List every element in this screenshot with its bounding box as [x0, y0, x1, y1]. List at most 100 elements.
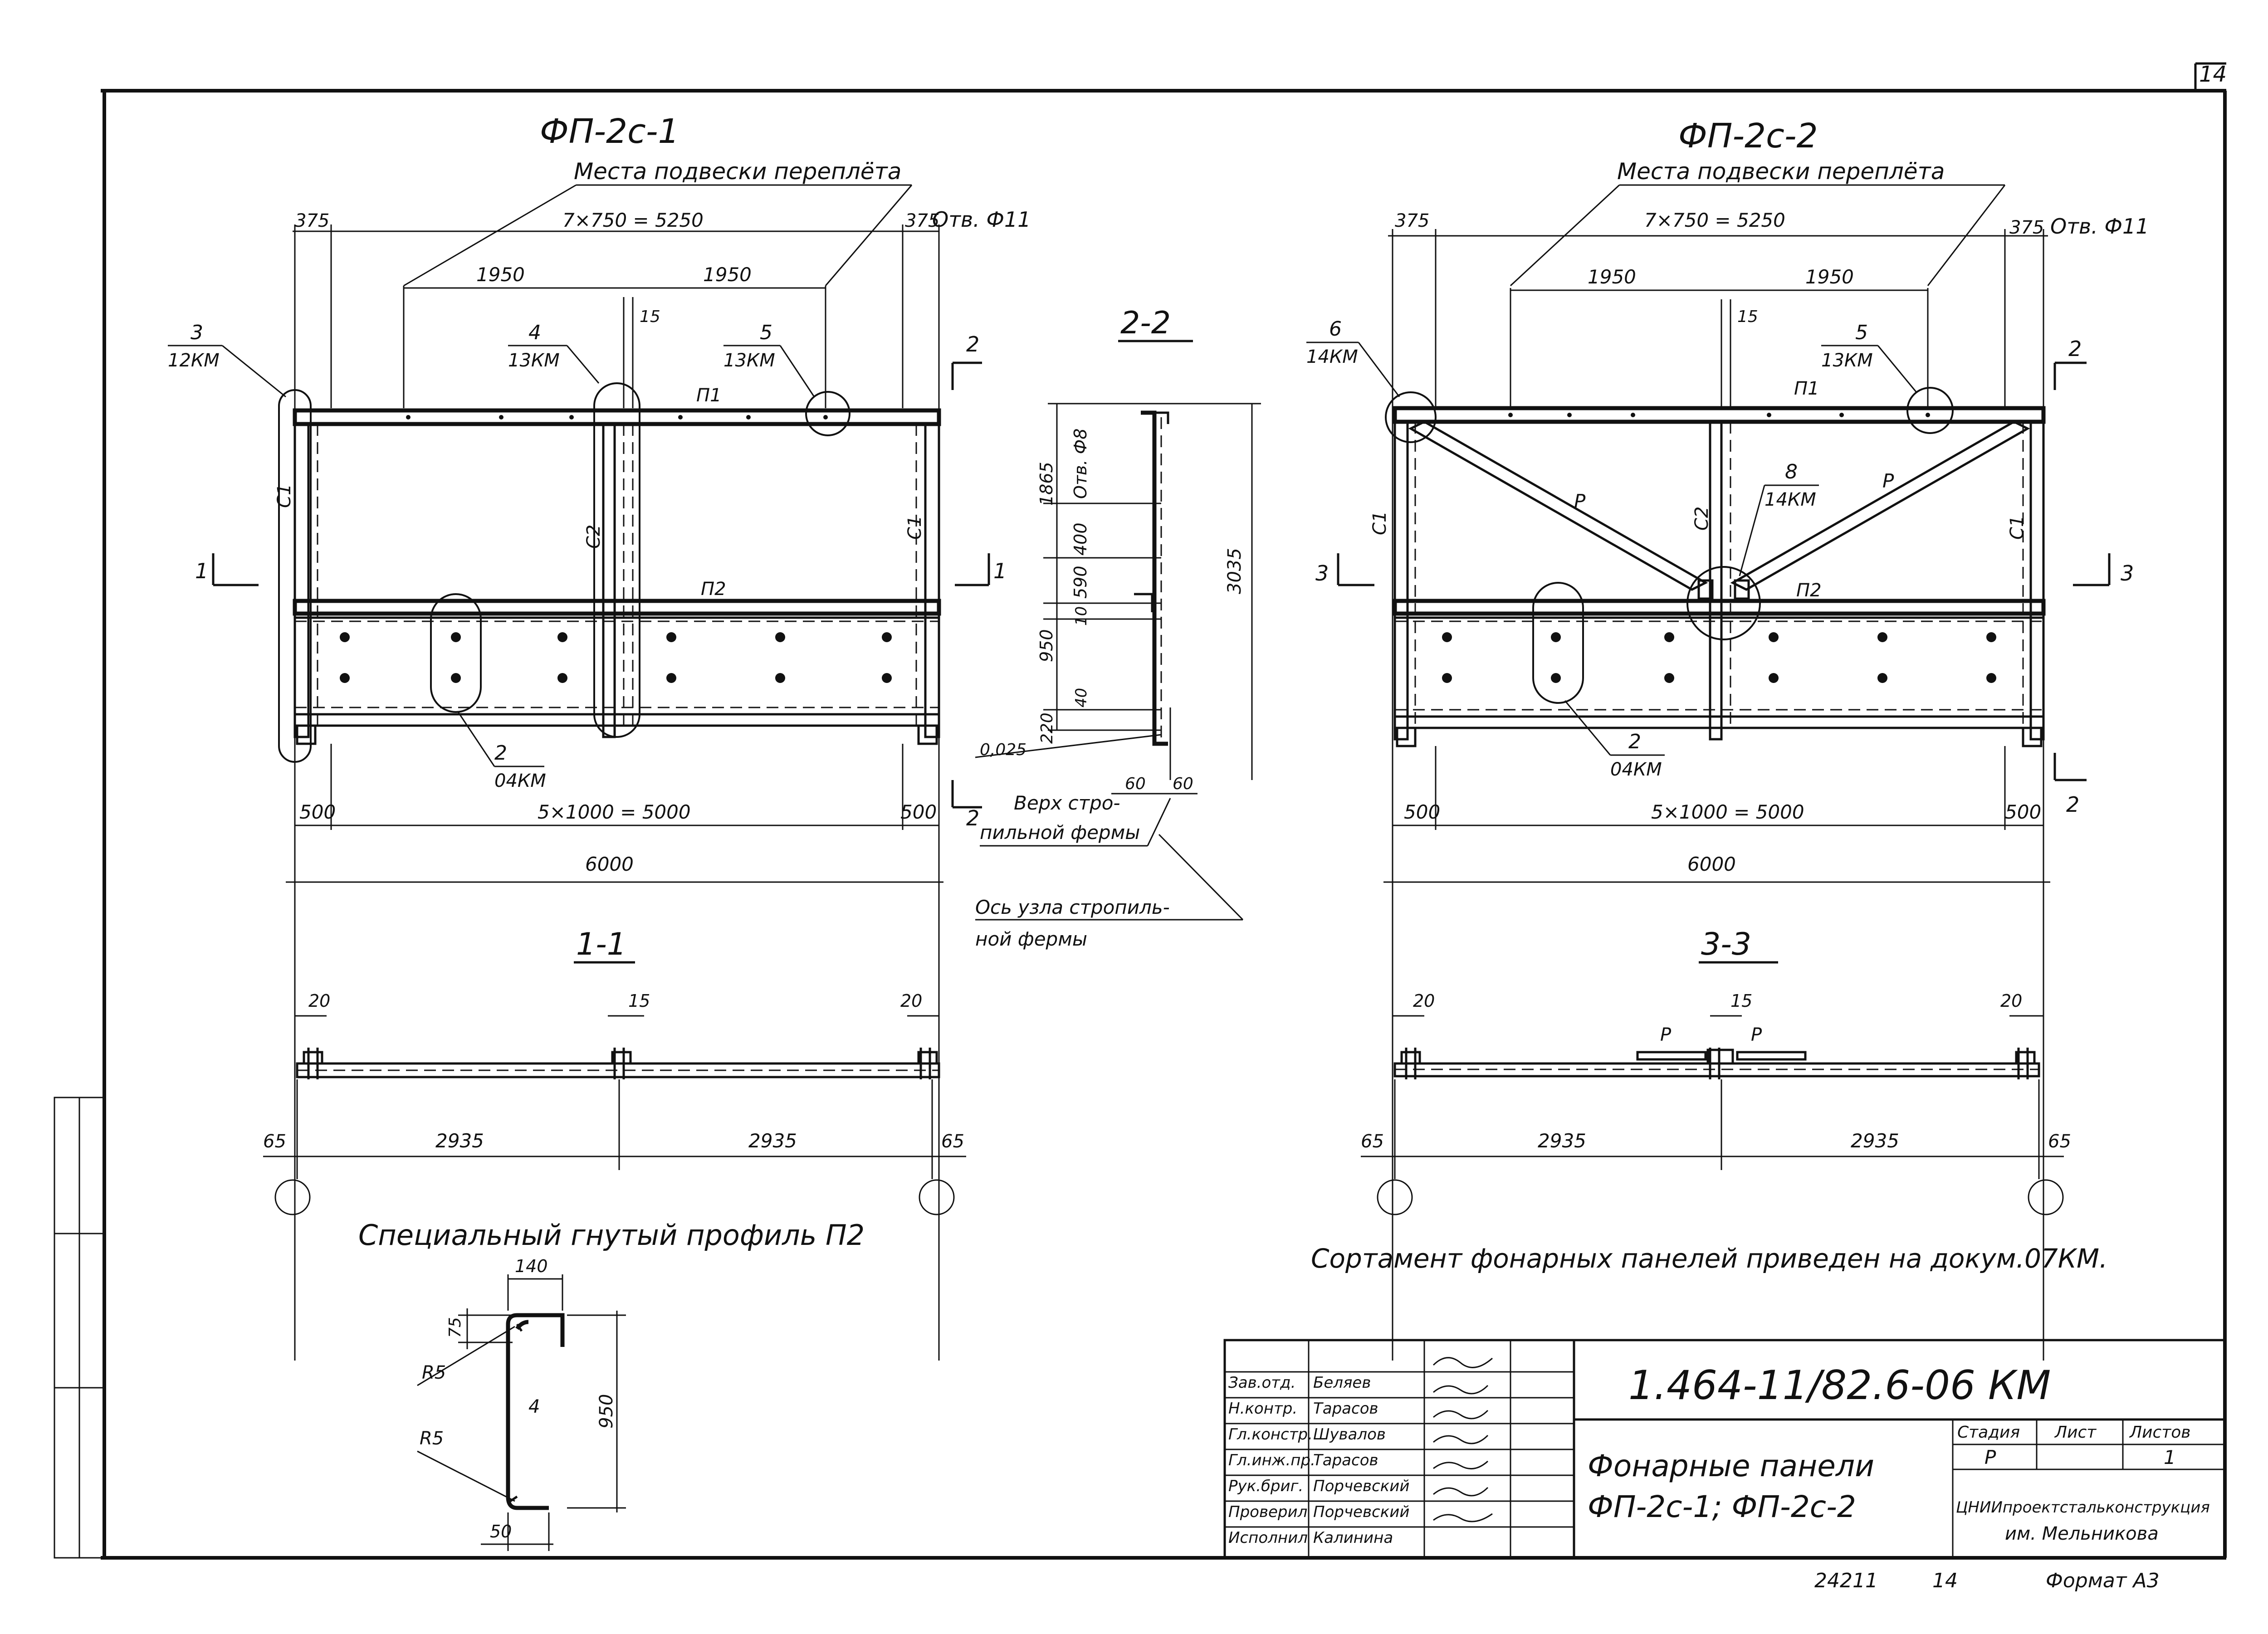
- member-p1-left: П1: [696, 385, 722, 406]
- dim-500-right-b: 500: [2005, 801, 2041, 823]
- dim-2935-11-b: 2935: [748, 1130, 797, 1152]
- bolt-holes-left: [340, 415, 892, 683]
- tb-name-6: Калинина: [1313, 1529, 1393, 1547]
- dim-65-11-right: 65: [941, 1131, 964, 1152]
- tb-product-l2: ФП-2с-1; ФП-2с-2: [1588, 1489, 1856, 1524]
- member-c2-left: С2: [583, 525, 604, 549]
- dim-75: 75: [446, 1317, 464, 1338]
- tb-org-l1: ЦНИИпроектстальконструкция: [1956, 1498, 2210, 1517]
- slope-0025: 0,025: [980, 741, 1026, 759]
- dim-3035: 3035: [1224, 548, 1245, 594]
- tb-stage-value: Р: [1984, 1446, 1996, 1468]
- dim-2935-33-a: 2935: [1538, 1130, 1586, 1152]
- tb-name-3: Тарасов: [1313, 1451, 1378, 1469]
- dim-20-11-right: 20: [900, 991, 922, 1011]
- dim-1865: 1865: [1036, 462, 1056, 506]
- callout-5-ref: 13КМ: [723, 350, 775, 371]
- margin-stamp: [54, 1097, 105, 1559]
- dim-20-33-left: 20: [1413, 991, 1435, 1011]
- footer-format: Формат А3: [2046, 1569, 2160, 1592]
- dim-60-a: 60: [1125, 775, 1146, 793]
- tb-name-0: Беляев: [1313, 1374, 1371, 1392]
- tb-role-2: Гл.констр.: [1228, 1425, 1313, 1444]
- dim-bottom-span-left: 5×1000 = 5000: [538, 801, 691, 823]
- dim-500-right-a: 500: [1404, 801, 1440, 823]
- hang-note-right: Места подвески переплёта: [1617, 158, 1945, 185]
- callout-3-ref: 12КМ: [168, 350, 220, 371]
- dim-1950-right-a: 1950: [1588, 266, 1636, 288]
- hole-note-right: Отв. Ф11: [2050, 214, 2149, 239]
- callout-8-num: 8: [1785, 460, 1798, 483]
- dim-4: 4: [528, 1396, 540, 1417]
- member-p2-right: П2: [1796, 580, 1822, 601]
- tb-role-3: Гл.инж.пр.: [1228, 1451, 1315, 1469]
- radius-r5-bottom: R5: [420, 1428, 444, 1449]
- dim-15-right: 15: [1737, 307, 1758, 326]
- member-c1-right-a: С1: [1369, 511, 1390, 535]
- section-mark-2-r-top: 2: [2068, 337, 2082, 361]
- corner-sheet-number: 14: [2199, 62, 2227, 87]
- section-1-1: 1-1 20 15 20 65 2935 2935 65: [263, 927, 966, 1215]
- dim-400: 400: [1070, 522, 1090, 556]
- dim-20-11-left: 20: [308, 991, 330, 1011]
- section-mark-2-r-bottom: 2: [2066, 792, 2079, 817]
- assortment-note: Сортамент фонарных панелей приведен на д…: [1311, 1243, 2107, 1274]
- section-mark-2-bottom: 2: [966, 806, 979, 830]
- tb-role-1: Н.контр.: [1228, 1400, 1297, 1418]
- hang-note-left: Места подвески переплёта: [574, 158, 901, 185]
- dim-65-11-left: 65: [263, 1131, 286, 1152]
- tb-name-4: Порчевский: [1313, 1477, 1409, 1495]
- hole-note-left: Отв. Ф11: [932, 207, 1031, 232]
- section-3-3: 3-3 Р Р 20 15 20 65 2935 2935 65: [1361, 927, 2071, 1215]
- dim-65-33-left: 65: [1361, 1131, 1384, 1152]
- dim-375-r-left: 375: [1395, 210, 1429, 231]
- callout-2-num: 2: [494, 741, 507, 765]
- dim-40: 40: [1072, 688, 1090, 707]
- tb-sheets-value: 1: [2164, 1446, 2176, 1468]
- dim-6000-right: 6000: [1687, 853, 1736, 875]
- dim-1950-left-a: 1950: [476, 263, 525, 286]
- dim-375-right: 375: [905, 210, 939, 231]
- tb-product-l1: Фонарные панели: [1588, 1449, 1874, 1483]
- section-2-2-title: 2-2: [1120, 305, 1171, 341]
- dim-50: 50: [490, 1522, 512, 1541]
- section-mark-3-right: 3: [2121, 561, 2134, 585]
- bolt-holes-right: [1442, 413, 1996, 683]
- brace-p-33-left: Р: [1660, 1024, 1672, 1045]
- section-1-1-title: 1-1: [576, 927, 626, 962]
- dim-20-33-right: 20: [2000, 991, 2022, 1011]
- callout-4-num: 4: [528, 321, 541, 344]
- dim-950: 950: [1036, 629, 1056, 662]
- hole-note-22: Отв. Ф8: [1070, 429, 1090, 499]
- dim-500-left-a: 500: [299, 801, 336, 823]
- section-mark-2-top: 2: [966, 332, 979, 356]
- panel-fp-2s-1: ФП-2с-1 Места подвески переплёта 375 7×7…: [168, 112, 1031, 1361]
- section-mark-1-right: 1: [993, 559, 1007, 583]
- callout-5-r-ref: 13КМ: [1821, 350, 1873, 371]
- panel-fp-2s-2: ФП-2с-2 Места подвески переплёта 375 7×7…: [1306, 117, 2149, 1361]
- tb-name-5: Порчевский: [1313, 1503, 1409, 1521]
- signatures: [1432, 1357, 1493, 1522]
- brace-label-left: Р: [1574, 490, 1586, 512]
- callout-2-r-ref: 04КМ: [1610, 759, 1662, 780]
- note-axis-l2: ной фермы: [975, 928, 1087, 950]
- member-c2-right: С2: [1691, 507, 1712, 531]
- callout-4-ref: 13КМ: [508, 350, 560, 371]
- tb-name-2: Шувалов: [1313, 1425, 1386, 1444]
- section-2-2: 2-2 1865 400 Отв. Ф8 590 10 950 40 220 3…: [975, 305, 1261, 950]
- member-c1-left-b: С1: [904, 516, 925, 540]
- tb-role-5: Проверил: [1228, 1503, 1307, 1521]
- title-fp-2s-2: ФП-2с-2: [1678, 117, 1818, 156]
- tb-role-4: Рук.бриг.: [1228, 1477, 1303, 1495]
- tb-sheet-label: Лист: [2054, 1423, 2097, 1442]
- note-top-chord-l1: Верх стро-: [1014, 792, 1120, 814]
- dim-220: 220: [1038, 712, 1056, 744]
- dim-1950-right-b: 1950: [1805, 266, 1854, 288]
- brace-label-right: Р: [1882, 470, 1894, 492]
- tb-org-l2: им. Мельникова: [2005, 1523, 2159, 1544]
- tb-name-1: Тарасов: [1313, 1400, 1378, 1418]
- dim-15-left: 15: [640, 307, 660, 326]
- dim-bottom-span-right: 5×1000 = 5000: [1651, 801, 1804, 823]
- callout-8-ref: 14КМ: [1765, 489, 1816, 510]
- tb-role-0: Зав.отд.: [1228, 1374, 1295, 1392]
